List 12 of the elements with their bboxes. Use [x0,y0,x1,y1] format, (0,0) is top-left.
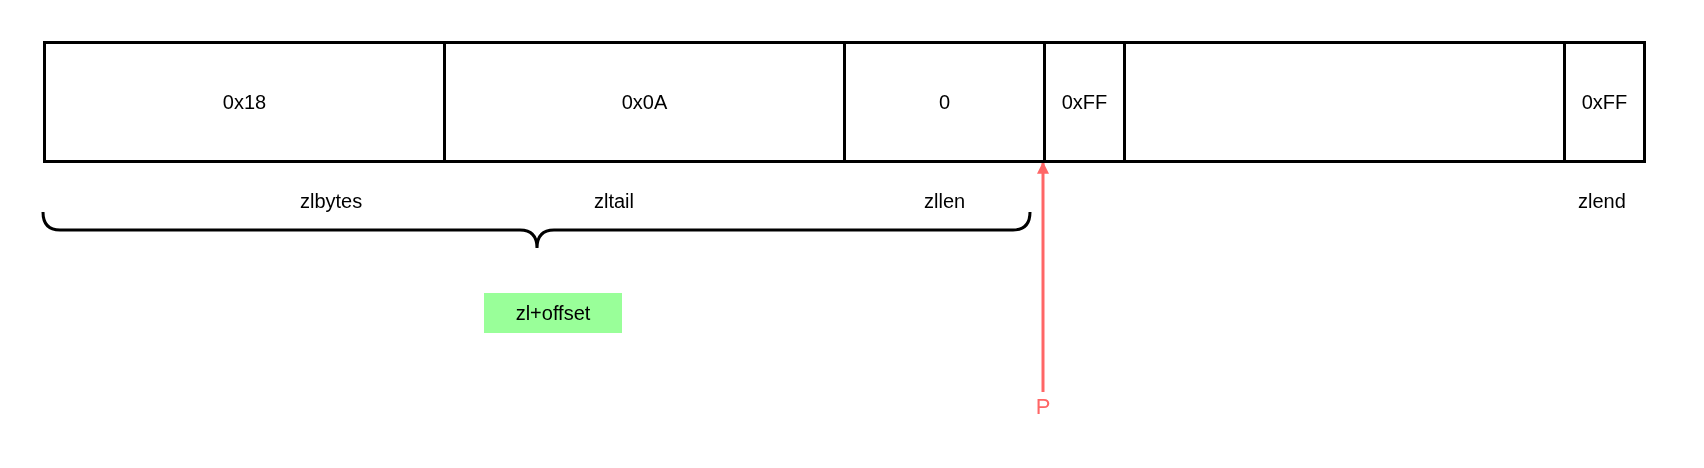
memory-cell: 0xFF [1043,41,1126,163]
memory-cell: 0 [843,41,1046,163]
field-name: zltail [594,190,634,213]
memory-cell: 0x0A [443,41,846,163]
arrow [1037,161,1049,392]
highlight-label: zl+offset [484,293,622,333]
memory-cell: 0xFF [1563,41,1646,163]
field-name: zlend [1578,190,1626,213]
pointer-label: P [1030,392,1056,422]
field-name: zllen [924,190,966,213]
memory-cell: 0x18 [43,41,446,163]
field-name: zlbytes [300,190,363,213]
